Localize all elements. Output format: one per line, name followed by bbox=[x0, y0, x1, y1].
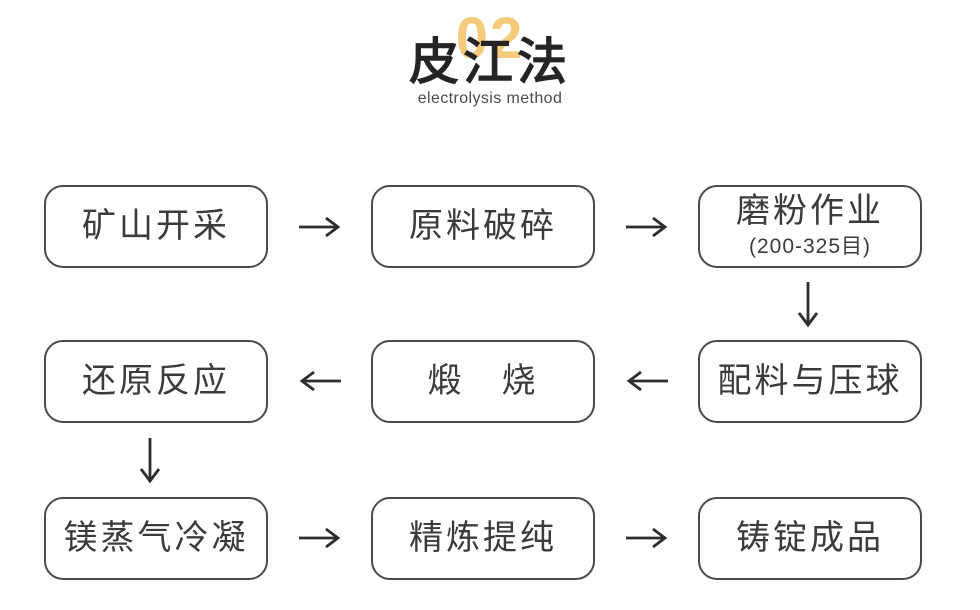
flow-step-reduction: 还原反应 bbox=[44, 340, 268, 423]
flow-step-refining: 精炼提纯 bbox=[371, 497, 595, 580]
flow-step-ingot: 铸锭成品 bbox=[698, 497, 922, 580]
arrow-left-icon bbox=[624, 368, 670, 394]
flow-step-label: 精炼提纯 bbox=[409, 519, 557, 558]
header: 02 皮江法 electrolysis method bbox=[0, 0, 980, 130]
flow-step-label: 还原反应 bbox=[82, 362, 230, 401]
flow-step-label: 煅 烧 bbox=[427, 362, 539, 401]
flow-step-crushing: 原料破碎 bbox=[371, 185, 595, 268]
arrow-right-icon bbox=[297, 214, 343, 240]
flow-step-calcination: 煅 烧 bbox=[371, 340, 595, 423]
page-title: 皮江法 bbox=[409, 34, 571, 90]
flow-step-mining: 矿山开采 bbox=[44, 185, 268, 268]
arrow-down-icon bbox=[795, 280, 821, 330]
flow-step-label: 矿山开采 bbox=[82, 207, 230, 246]
arrow-right-icon bbox=[624, 214, 670, 240]
arrow-down-icon bbox=[137, 436, 163, 486]
arrow-left-icon bbox=[297, 368, 343, 394]
section-number: 02 bbox=[455, 6, 525, 71]
flow-step-sublabel: (200-325目) bbox=[748, 235, 872, 259]
flow-step-label: 铸锭成品 bbox=[736, 519, 884, 558]
page-subtitle: electrolysis method bbox=[417, 90, 563, 107]
flow-step-label: 镁蒸气冷凝 bbox=[63, 519, 249, 558]
flow-step-condensation: 镁蒸气冷凝 bbox=[44, 497, 268, 580]
flow-step-batching: 配料与压球 bbox=[698, 340, 922, 423]
arrow-right-icon bbox=[297, 525, 343, 551]
flow-step-label: 原料破碎 bbox=[409, 207, 557, 246]
arrow-right-icon bbox=[624, 525, 670, 551]
flow-step-label: 配料与压球 bbox=[717, 362, 903, 401]
flow-step-label: 磨粉作业 bbox=[736, 191, 884, 230]
flow-step-grinding: 磨粉作业 (200-325目) bbox=[698, 185, 922, 268]
